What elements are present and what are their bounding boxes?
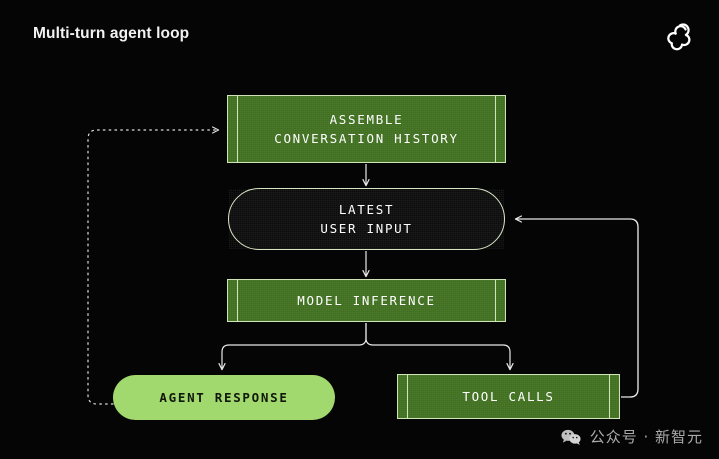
watermark: 公众号 · 新智元 (560, 426, 703, 447)
edge-tool-to-latest (514, 215, 639, 398)
edge-inference-to-agent (218, 323, 367, 371)
page-title: Multi-turn agent loop (33, 25, 190, 42)
watermark-text: 公众号 · 新智元 (589, 428, 703, 446)
openai-logo-icon (663, 18, 697, 52)
node-label: ASSEMBLE CONVERSATION HISTORY (274, 111, 459, 146)
node-assemble-conversation-history[interactable]: ASSEMBLE CONVERSATION HISTORY (227, 95, 506, 163)
wechat-icon (560, 428, 582, 446)
node-model-inference[interactable]: MODEL INFERENCE (227, 279, 506, 322)
node-tool-calls[interactable]: TOOL CALLS (397, 374, 620, 419)
node-agent-response[interactable]: AGENT RESPONSE (113, 375, 335, 420)
node-label: TOOL CALLS (462, 388, 555, 404)
node-label: MODEL INFERENCE (297, 292, 436, 308)
node-label: AGENT RESPONSE (159, 389, 289, 405)
node-label: LATEST USER INPUT (320, 201, 413, 236)
edge-agent-to-assemble (87, 126, 220, 405)
edge-inference-to-tool (365, 323, 514, 371)
node-latest-user-input[interactable]: LATEST USER INPUT (228, 188, 505, 250)
